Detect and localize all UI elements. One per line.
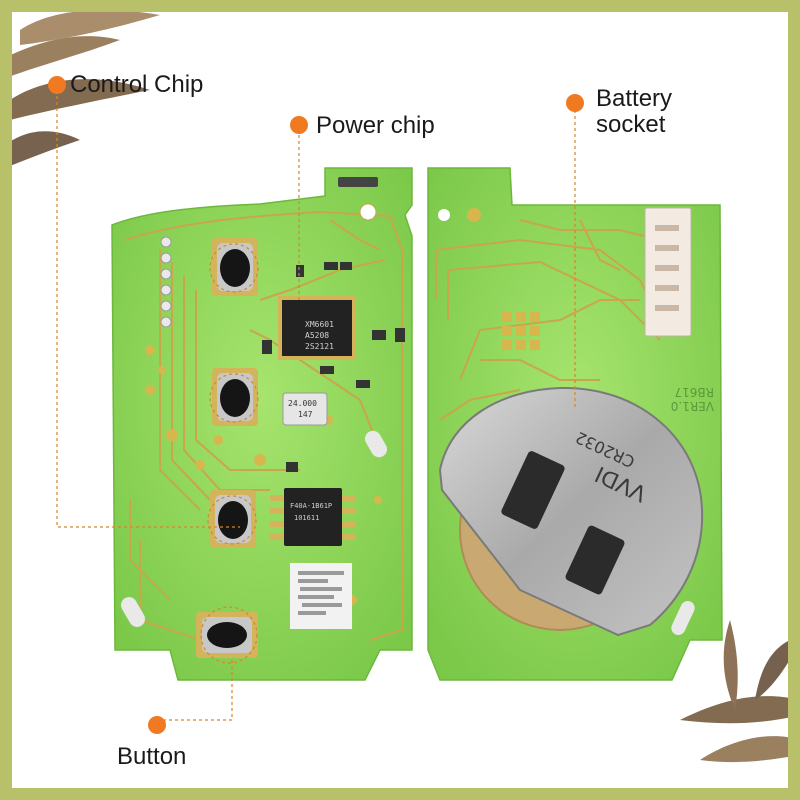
power-chip-marking-1: XM6601 xyxy=(305,320,334,329)
pcb-back: RB617 VER1.0 CR2032 VVDI xyxy=(427,167,723,681)
tactile-button-3 xyxy=(210,490,256,548)
tactile-button-4 xyxy=(196,612,258,658)
control-chip-marking-1: F40A-1B61P xyxy=(290,502,332,510)
callout-dot-button xyxy=(148,716,166,734)
leaf-decoration-top-left xyxy=(0,10,160,170)
control-chip: F40A-1B61P 101611 xyxy=(270,488,356,546)
led-component xyxy=(338,177,378,187)
callout-dot-power-chip xyxy=(290,116,308,134)
qr-label xyxy=(290,563,352,629)
battery-socket-connector xyxy=(644,207,692,337)
power-chip-marking-3: 2S2121 xyxy=(305,342,334,351)
callout-dot-battery-socket xyxy=(566,94,584,112)
crystal-marking-1: 24.000 xyxy=(288,399,317,408)
revision-marking-2: VER1.0 xyxy=(671,399,714,413)
leaf-decoration-bottom-right xyxy=(680,620,800,763)
callout-button: Button xyxy=(117,743,187,770)
tactile-button-1 xyxy=(212,238,258,296)
power-chip-marking-2: A5208 xyxy=(305,331,329,340)
coin-battery-holder: CR2032 VVDI xyxy=(438,386,704,637)
tactile-button-2 xyxy=(212,368,258,426)
callout-lines xyxy=(56,90,576,721)
callout-power-chip: Power chip xyxy=(316,112,435,139)
control-chip-marking-2: 101611 xyxy=(294,514,319,522)
callout-control-chip: Control Chip xyxy=(70,71,204,98)
crystal-marking-2: 147 xyxy=(298,410,313,419)
callout-circles xyxy=(200,243,259,664)
crystal-oscillator: 24.000 147 xyxy=(282,392,328,426)
callout-battery-socket: Battery socket xyxy=(596,85,673,138)
power-chip: XM6601 A5208 2S2121 xyxy=(278,296,356,360)
test-pad-grid xyxy=(502,312,540,350)
pcb-front: XM6601 A5208 2S2121 24.000 147 xyxy=(111,167,413,681)
revision-marking-1: RB617 xyxy=(675,385,714,399)
callout-dot-control-chip xyxy=(48,76,66,94)
